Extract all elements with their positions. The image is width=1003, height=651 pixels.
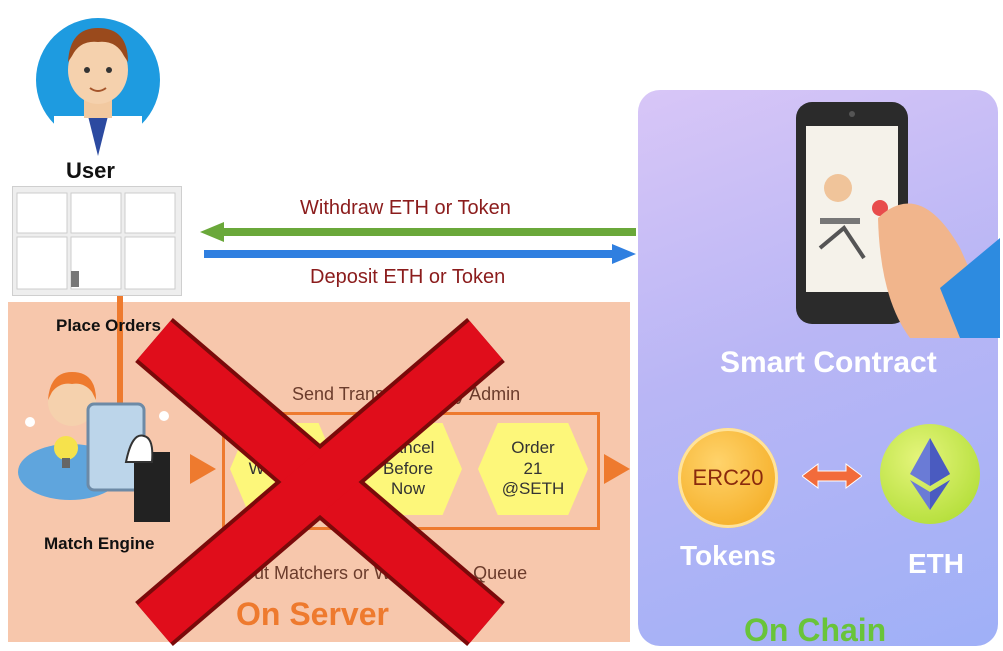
erc20-label: ERC20 bbox=[692, 465, 764, 490]
right-arrow-into-queue bbox=[190, 454, 216, 484]
on-chain-label: On Chain bbox=[744, 612, 887, 648]
queue-item-text: Order bbox=[511, 438, 555, 458]
queue-item-text: Before bbox=[382, 458, 434, 478]
eth-label: ETH bbox=[908, 548, 964, 579]
exchange-ui-screenshot bbox=[12, 186, 182, 296]
exchange-arrow-icon bbox=[802, 463, 862, 489]
deposit-arrow bbox=[204, 244, 636, 264]
place-orders-label: Place Orders bbox=[56, 316, 161, 335]
tokens-label: Tokens bbox=[680, 540, 776, 571]
on-server-label: On Server bbox=[236, 596, 389, 632]
queue-item-order: Order 21 @SETH bbox=[478, 423, 588, 515]
withdraw-label: Withdraw ETH or Token bbox=[300, 197, 511, 219]
smart-contract-label: Smart Contract bbox=[720, 346, 937, 379]
match-engine-label: Match Engine bbox=[44, 534, 155, 553]
user-label: User bbox=[66, 158, 115, 183]
queue-item-text: 21 bbox=[523, 458, 543, 478]
user-avatar-icon bbox=[36, 18, 160, 158]
cross-out-icon bbox=[135, 318, 505, 647]
smartphone-icon bbox=[796, 102, 1000, 338]
match-engine-icon bbox=[18, 372, 170, 522]
queue-item-text: Now bbox=[390, 479, 425, 499]
queue-item-text: @SETH bbox=[501, 479, 565, 499]
withdraw-arrow bbox=[200, 222, 636, 242]
right-arrow-out-of-queue bbox=[604, 454, 630, 484]
deposit-label: Deposit ETH or Token bbox=[310, 266, 506, 288]
eth-coin-icon bbox=[880, 424, 980, 524]
flow-arrows bbox=[200, 222, 636, 264]
erc20-coin-icon: ERC20 bbox=[678, 428, 778, 528]
